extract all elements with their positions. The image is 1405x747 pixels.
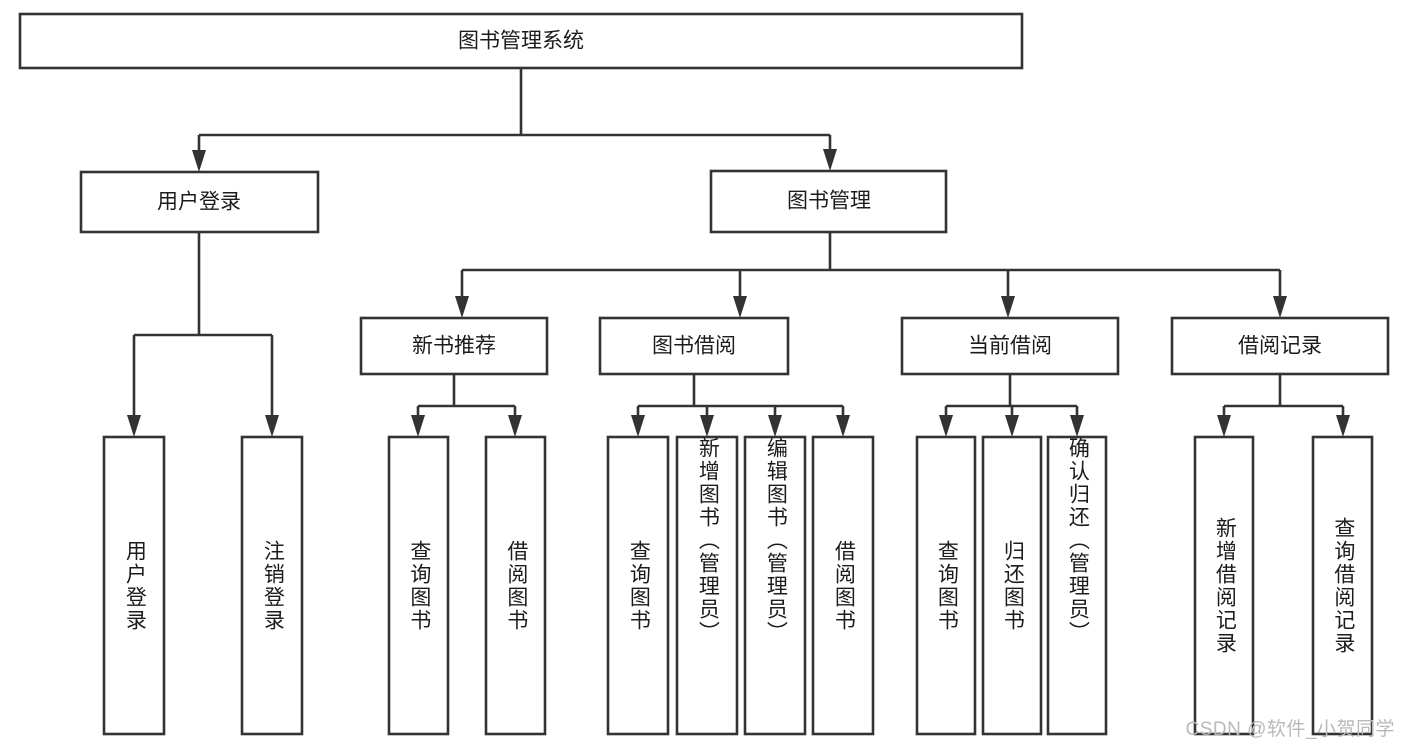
node-borrow-record[interactable]: 借阅记录: [1170, 316, 1390, 376]
node-current-borrow[interactable]: 当前借阅: [900, 316, 1120, 376]
node-borrow-record-label: 借阅记录: [1238, 335, 1322, 358]
node-book-manage-label: 图书管理: [787, 190, 871, 213]
connector-current-borrow-to-leaves: [939, 374, 1084, 437]
leaf-box-borrow-record-0[interactable]: [1193, 435, 1255, 736]
node-new-book-recommend-label: 新书推荐: [412, 335, 496, 358]
node-root[interactable]: 图书管理系统: [18, 12, 1024, 70]
connector-user-login-to-leaves: [127, 232, 279, 437]
leaf-box-borrow-record-1[interactable]: [1311, 435, 1374, 736]
node-book-borrow[interactable]: 图书借阅: [598, 316, 790, 376]
leaf-box-user-login-1[interactable]: [240, 435, 304, 736]
connector-root-to-level2: [192, 68, 837, 172]
node-book-borrow-label: 图书借阅: [652, 335, 736, 358]
connector-new-book-to-leaves: [411, 374, 522, 437]
node-current-borrow-label: 当前借阅: [968, 335, 1052, 358]
leaf-box-current-borrow-2[interactable]: [1046, 435, 1108, 736]
connector-book-manage-to-level3: [455, 232, 1287, 318]
node-user-login-label: 用户登录: [157, 191, 241, 214]
leaf-box-book-borrow-3[interactable]: [811, 435, 875, 736]
connector-book-borrow-to-leaves: [631, 374, 850, 437]
node-root-label: 图书管理系统: [458, 30, 584, 53]
node-user-login[interactable]: 用户登录: [79, 170, 320, 234]
node-book-manage[interactable]: 图书管理: [709, 169, 948, 234]
leaf-box-book-borrow-2[interactable]: [743, 435, 807, 736]
connector-borrow-record-to-leaves: [1217, 374, 1350, 437]
leaf-box-current-borrow-0[interactable]: [915, 435, 977, 736]
csdn-watermark: CSDN @软件_小贺同学: [1185, 719, 1395, 740]
leaf-box-book-borrow-1[interactable]: [675, 435, 739, 736]
leaf-box-user-login-0[interactable]: [102, 435, 166, 736]
leaf-box-new-book-1[interactable]: [484, 435, 547, 736]
leaf-box-current-borrow-1[interactable]: [981, 435, 1043, 736]
leaf-box-new-book-0[interactable]: [387, 435, 450, 736]
leaf-box-book-borrow-0[interactable]: [606, 435, 670, 736]
node-new-book-recommend[interactable]: 新书推荐: [359, 316, 549, 376]
